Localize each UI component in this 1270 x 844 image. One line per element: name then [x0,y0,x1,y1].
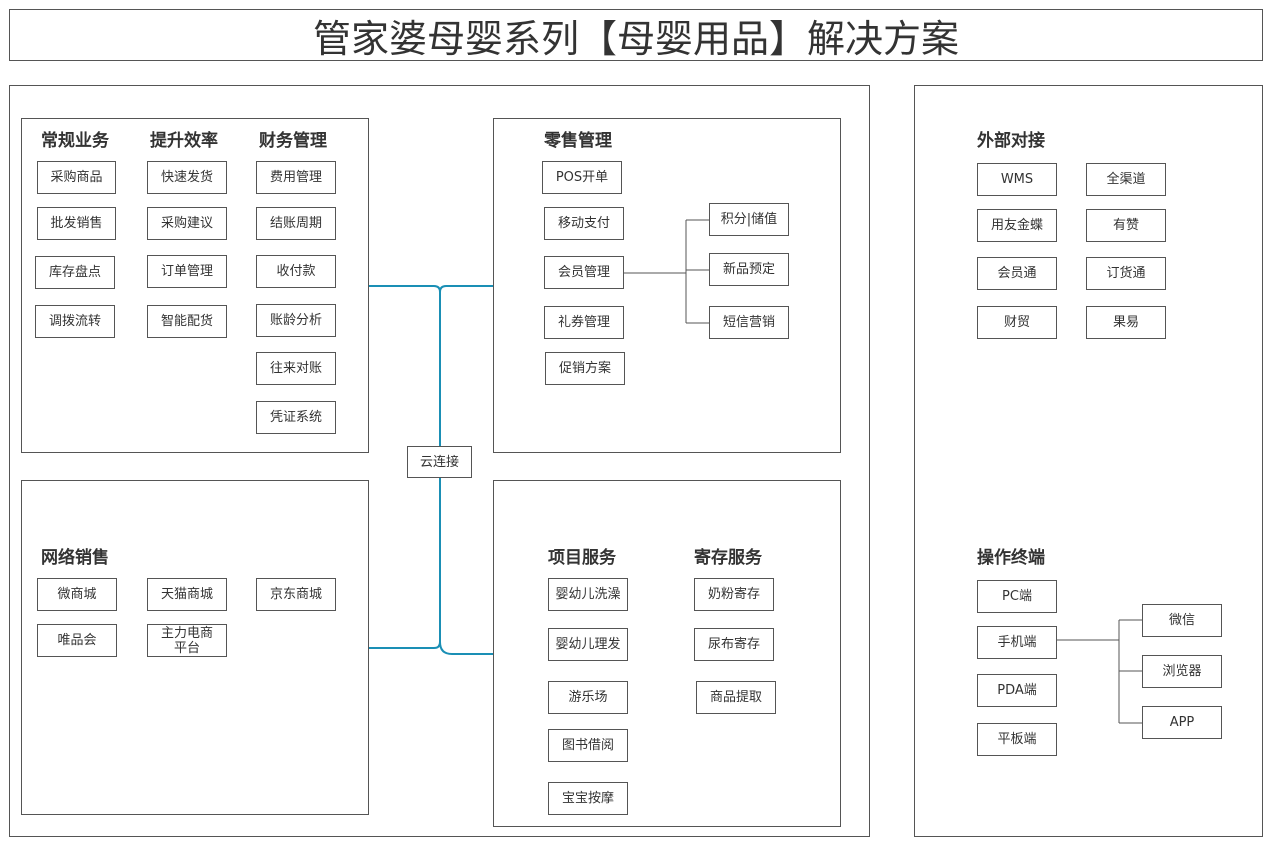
node-playground: 游乐场 [548,681,628,714]
node-book-lending: 图书借阅 [548,729,628,762]
heading-online-sales: 网络销售 [41,548,109,568]
node-yonyou-kingdee: 用友金蝶 [977,209,1057,242]
node-sms-marketing: 短信营销 [709,306,789,339]
node-transfer: 调拨流转 [35,305,115,338]
node-points-stored-value: 积分|储值 [709,203,789,236]
page-title: 管家婆母婴系列【母婴用品】解决方案 [9,9,1263,61]
node-smart-allocation: 智能配货 [147,305,227,338]
node-purchase-goods: 采购商品 [37,161,116,194]
node-pos: POS开单 [542,161,622,194]
node-order-management: 订单管理 [147,255,227,288]
node-baby-massage: 宝宝按摩 [548,782,628,815]
node-aging-analysis: 账龄分析 [256,304,336,337]
heading-terminals: 操作终端 [977,548,1045,568]
heading-finance: 财务管理 [259,131,327,151]
node-inventory-count: 库存盘点 [35,256,115,289]
group-services [493,480,841,827]
node-pc: PC端 [977,580,1057,613]
node-member-connect: 会员通 [977,257,1057,290]
node-phone: 手机端 [977,626,1057,659]
node-ecommerce-platform: 主力电商平台 [147,624,227,657]
node-app: APP [1142,706,1222,739]
node-baby-haircut: 婴幼儿理发 [548,628,628,661]
node-promotion: 促销方案 [545,352,625,385]
node-tmall: 天猫商城 [147,578,227,611]
node-order-connect: 订货通 [1086,257,1166,290]
node-preorder: 新品预定 [709,253,789,286]
node-baby-bath: 婴幼儿洗澡 [548,578,628,611]
node-jd: 京东商城 [256,578,336,611]
node-reconciliation: 往来对账 [256,352,336,385]
node-payments: 收付款 [256,255,336,288]
node-omnichannel: 全渠道 [1086,163,1166,196]
heading-daily-business: 常规业务 [41,131,109,151]
node-mobile-pay: 移动支付 [544,207,624,240]
node-closing-period: 结账周期 [256,207,336,240]
node-coupon: 礼券管理 [544,306,624,339]
node-pda: PDA端 [977,674,1057,707]
heading-project-services: 项目服务 [548,548,616,568]
node-vip: 唯品会 [37,624,117,657]
heading-storage-services: 寄存服务 [694,548,762,568]
node-member-management: 会员管理 [544,256,624,289]
node-wechat: 微信 [1142,604,1222,637]
cloud-connection-node: 云连接 [407,446,472,478]
node-milk-storage: 奶粉寄存 [694,578,774,611]
node-wms: WMS [977,163,1057,196]
node-caimao: 财贸 [977,306,1057,339]
node-goods-pickup: 商品提取 [696,681,776,714]
node-voucher-system: 凭证系统 [256,401,336,434]
node-wholesale: 批发销售 [37,207,116,240]
heading-retail: 零售管理 [544,131,612,151]
node-purchase-advice: 采购建议 [147,207,227,240]
node-youzan: 有赞 [1086,209,1166,242]
heading-external: 外部对接 [977,131,1045,151]
node-wechat-mall: 微商城 [37,578,117,611]
node-fast-shipping: 快速发货 [147,161,227,194]
heading-efficiency: 提升效率 [150,131,218,151]
node-expense: 费用管理 [256,161,336,194]
node-tablet: 平板端 [977,723,1057,756]
node-browser: 浏览器 [1142,655,1222,688]
node-diaper-storage: 尿布寄存 [694,628,774,661]
node-guoyi: 果易 [1086,306,1166,339]
